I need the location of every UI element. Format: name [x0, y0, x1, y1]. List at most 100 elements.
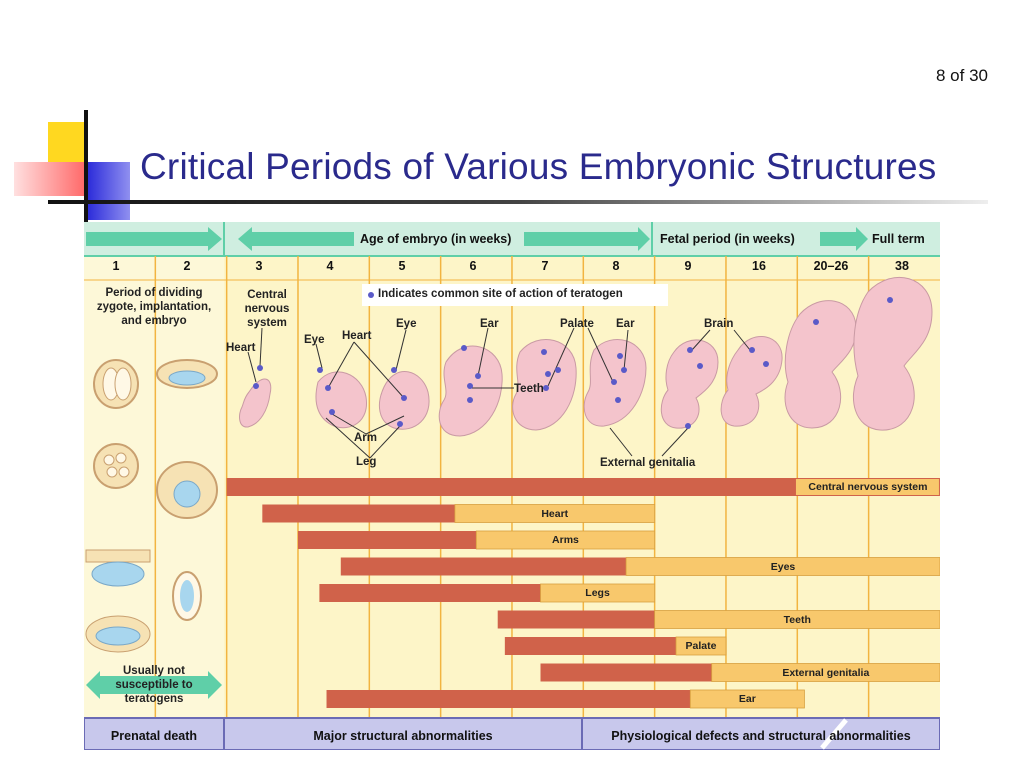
morula-cell	[118, 466, 130, 478]
week-label-3: 3	[255, 259, 263, 273]
bar-low-risk-7	[711, 663, 940, 682]
physiological-defects-label: Physiological defects and structural abn…	[611, 729, 911, 743]
teratogen-dot	[545, 371, 551, 377]
week-label-7: 7	[541, 259, 549, 273]
week-label-20-26: 20–26	[813, 259, 849, 273]
heart-week4-label: Heart	[342, 330, 372, 342]
embryo-week7	[512, 338, 577, 431]
leg-label: Leg	[356, 456, 377, 468]
eye-week5-pointer	[395, 329, 407, 371]
brain-label: Brain	[704, 318, 734, 330]
teratogen-dot	[621, 367, 627, 373]
palate-label: Palate	[560, 318, 594, 330]
bar-label: Ear	[738, 693, 756, 705]
embryo-week6	[438, 345, 503, 437]
bar-label: External genitalia	[782, 666, 870, 679]
week-label-9: 9	[684, 259, 692, 273]
fetus-week9	[660, 339, 719, 429]
full-term-label: Full term	[872, 232, 925, 246]
deco-vertical-line	[84, 110, 88, 222]
morula	[93, 443, 139, 489]
bar-low-risk-5	[654, 610, 940, 629]
bar-label: Eyes	[770, 560, 796, 573]
bar-label: Legs	[585, 587, 610, 599]
teratogen-dot	[813, 319, 819, 325]
age-arrow-left	[238, 227, 354, 251]
fetal-period-label: Fetal period (in weeks)	[660, 232, 795, 246]
bar-low-risk-1	[454, 504, 656, 523]
teratogen-dot	[749, 347, 755, 353]
not-susceptible-arrow	[86, 671, 222, 699]
major-abnormalities-label: Major structural abnormalities	[313, 729, 493, 743]
bar-low-risk-2	[475, 530, 656, 550]
teratogen-dot	[611, 379, 617, 385]
eye-week5-label: Eye	[396, 318, 417, 330]
period-dividing-label: Period of dividing zygote, implantation,…	[96, 287, 212, 327]
bar-high-risk-4	[319, 584, 541, 602]
teratogen-dot	[397, 421, 403, 427]
bar-label-inset-0	[795, 479, 939, 495]
brain-pointer-a	[691, 329, 711, 351]
morula-cell	[106, 466, 118, 478]
genitalia-pointer-b	[661, 427, 689, 457]
fetus-week20-26	[784, 300, 857, 429]
teratogen-dot	[685, 423, 691, 429]
bar-high-risk-7	[540, 663, 712, 682]
footer-slash-deco	[820, 718, 848, 750]
week-label-1: 1	[112, 259, 120, 273]
legend-text: Indicates common site of action of terat…	[378, 288, 623, 300]
cns-pointer	[259, 327, 263, 367]
deco-red-square	[14, 162, 84, 196]
teratogen-dot	[617, 353, 623, 359]
slide-title: Critical Periods of Various Embryonic St…	[140, 146, 937, 187]
blastocyst-cavity	[168, 370, 206, 386]
ear-week6-label: Ear	[480, 318, 499, 330]
week-label-2: 2	[183, 259, 191, 273]
teratogen-dot	[467, 383, 473, 389]
bar-label: Palate	[685, 640, 717, 652]
teratogen-dot	[687, 347, 693, 353]
risk-bars	[226, 478, 940, 709]
heart-week4-pointer-a	[327, 341, 355, 389]
implanted-cavity	[173, 480, 201, 508]
bar-low-risk-8	[689, 689, 805, 709]
external-genitalia-annotation: External genitalia	[600, 457, 696, 469]
bar-high-risk-8	[326, 690, 691, 708]
teratogen-dot	[329, 409, 335, 415]
bar-label: Heart	[541, 507, 569, 520]
header-band	[84, 222, 940, 256]
embryo-oval-core	[180, 580, 194, 612]
teratogen-dot	[317, 367, 323, 373]
footer-band	[84, 717, 940, 750]
bar-high-risk-0	[226, 478, 940, 496]
zygote-cell-right	[114, 367, 132, 401]
leg-pointer-a	[325, 417, 371, 459]
bar-high-risk-5	[497, 610, 655, 629]
bar-label: Arms	[552, 534, 579, 546]
legend-box: Indicates common site of action of terat…	[362, 284, 668, 306]
week-label-8: 8	[612, 259, 620, 273]
arm-pointer-a	[331, 413, 367, 435]
teratogen-dot	[887, 297, 893, 303]
annotation-lines	[247, 327, 751, 459]
arm-label: Arm	[354, 432, 378, 444]
teratogen-dot	[253, 383, 259, 389]
ear-week8-pointer	[623, 329, 629, 371]
zygote-arrow	[86, 227, 222, 251]
bar-high-risk-2	[297, 531, 477, 549]
week-label-38: 38	[895, 259, 909, 273]
teratogen-dot	[615, 397, 621, 403]
legend-dot-icon	[368, 292, 374, 298]
teratogen-dot	[257, 365, 263, 371]
teratogen-dot	[763, 361, 769, 367]
fetus-week16	[720, 336, 783, 427]
teratogen-dot	[325, 385, 331, 391]
bar-low-risk-3	[625, 557, 940, 576]
bar-label: Central nervous system	[808, 481, 928, 493]
heart-week4-pointer-b	[353, 341, 405, 399]
deco-yellow-square	[48, 122, 84, 162]
fetal-arrow	[820, 227, 868, 251]
deco-blue-square	[84, 162, 130, 220]
ear-week8-label: Ear	[616, 318, 635, 330]
